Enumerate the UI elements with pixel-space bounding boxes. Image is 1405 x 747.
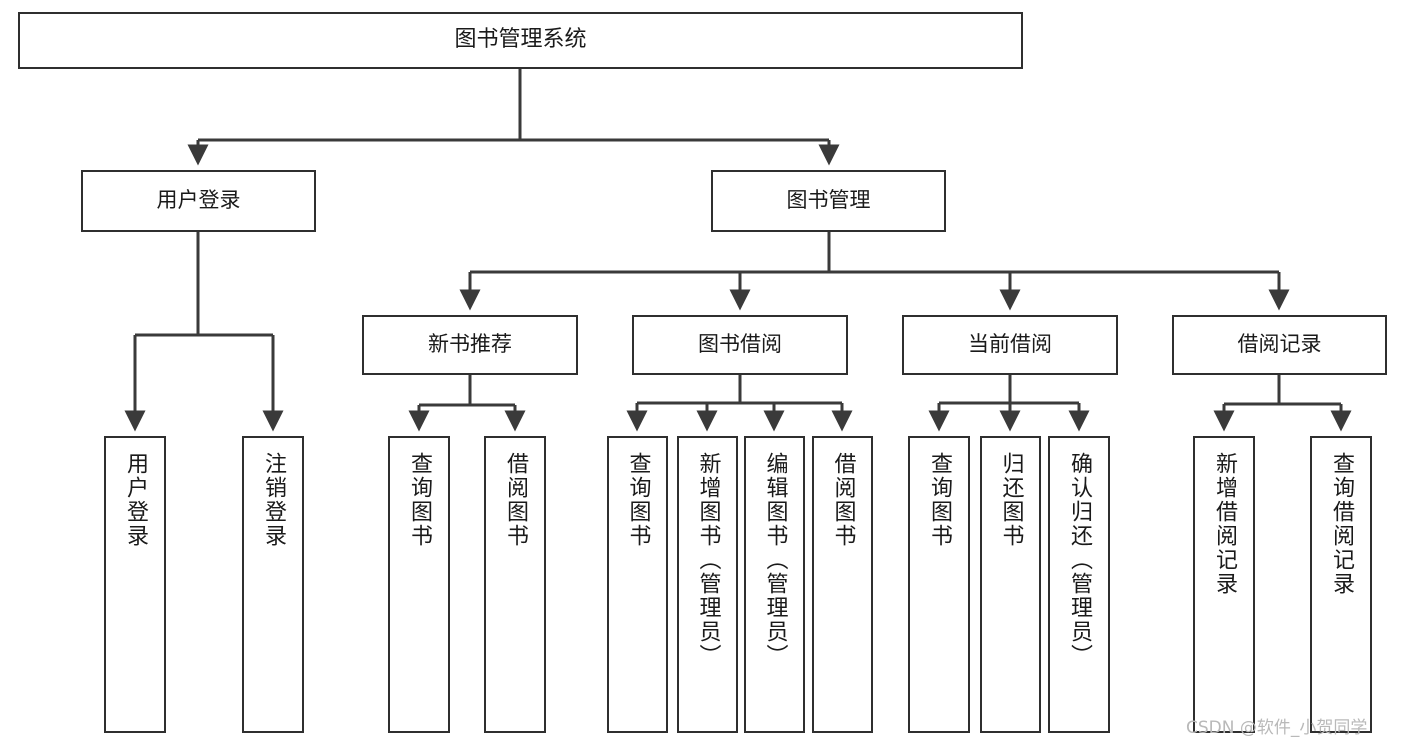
node-leaf-query-book-cur-label: 查询图书	[927, 452, 952, 548]
node-leaf-query-book-borrow-label: 查询图书	[625, 452, 651, 548]
node-leaf-confirm-return-admin[interactable]: 确认归还（管理员）	[1048, 436, 1110, 733]
node-leaf-query-borrow-record[interactable]: 查询借阅记录	[1310, 436, 1372, 733]
node-leaf-query-borrow-record-label: 查询借阅记录	[1329, 452, 1354, 596]
node-new-book-recommend-label: 新书推荐	[428, 332, 512, 357]
node-leaf-query-book-cur[interactable]: 查询图书	[908, 436, 970, 733]
user-login-children-connectors	[124, 232, 284, 432]
book-manage-children-connectors	[459, 232, 1290, 311]
node-leaf-logout[interactable]: 注销登录	[242, 436, 304, 733]
node-leaf-add-book-admin-label: 新增图书（管理员）	[695, 452, 721, 668]
node-book-manage-label: 图书管理	[786, 188, 871, 213]
node-leaf-confirm-return-admin-label: 确认归还（管理员）	[1067, 452, 1092, 668]
current-borrow-children-connectors	[928, 375, 1090, 432]
node-leaf-logout-label: 注销登录	[261, 452, 286, 548]
node-current-borrow[interactable]: 当前借阅	[902, 315, 1118, 375]
node-leaf-query-book-rec[interactable]: 查询图书	[388, 436, 450, 733]
node-leaf-return-book[interactable]: 归还图书	[980, 436, 1041, 733]
borrow-record-children-connectors	[1213, 375, 1352, 432]
book-borrow-children-connectors	[626, 375, 853, 432]
node-leaf-edit-book-admin[interactable]: 编辑图书（管理员）	[744, 436, 805, 733]
node-borrow-record[interactable]: 借阅记录	[1172, 315, 1387, 375]
node-leaf-edit-book-admin-label: 编辑图书（管理员）	[762, 452, 788, 668]
node-book-manage[interactable]: 图书管理	[711, 170, 946, 232]
node-leaf-query-book-borrow[interactable]: 查询图书	[607, 436, 668, 733]
node-new-book-recommend[interactable]: 新书推荐	[362, 315, 578, 375]
node-book-borrow-label: 图书借阅	[698, 332, 782, 357]
node-root[interactable]: 图书管理系统	[18, 12, 1023, 69]
node-leaf-user-login-label: 用户登录	[123, 452, 148, 548]
node-user-login-label: 用户登录	[156, 188, 241, 213]
node-leaf-return-book-label: 归还图书	[998, 452, 1024, 548]
node-book-borrow[interactable]: 图书借阅	[632, 315, 848, 375]
node-leaf-borrow-book-rec[interactable]: 借阅图书	[484, 436, 546, 733]
root-to-level2-connectors	[187, 69, 840, 166]
new-book-recommend-children-connectors	[408, 375, 526, 432]
node-leaf-add-book-admin[interactable]: 新增图书（管理员）	[677, 436, 738, 733]
node-leaf-borrow-book-rec-label: 借阅图书	[503, 452, 528, 548]
node-user-login[interactable]: 用户登录	[81, 170, 316, 232]
node-current-borrow-label: 当前借阅	[968, 332, 1052, 357]
node-borrow-record-label: 借阅记录	[1237, 332, 1322, 357]
node-leaf-borrow-book[interactable]: 借阅图书	[812, 436, 873, 733]
node-leaf-add-borrow-record-label: 新增借阅记录	[1212, 452, 1237, 596]
node-leaf-query-book-rec-label: 查询图书	[407, 452, 432, 548]
node-leaf-user-login[interactable]: 用户登录	[104, 436, 166, 733]
node-leaf-add-borrow-record[interactable]: 新增借阅记录	[1193, 436, 1255, 733]
csdn-watermark: CSDN @软件_小贺同学	[1186, 718, 1368, 738]
node-root-label: 图书管理系统	[454, 27, 587, 53]
node-leaf-borrow-book-label: 借阅图书	[830, 452, 856, 548]
